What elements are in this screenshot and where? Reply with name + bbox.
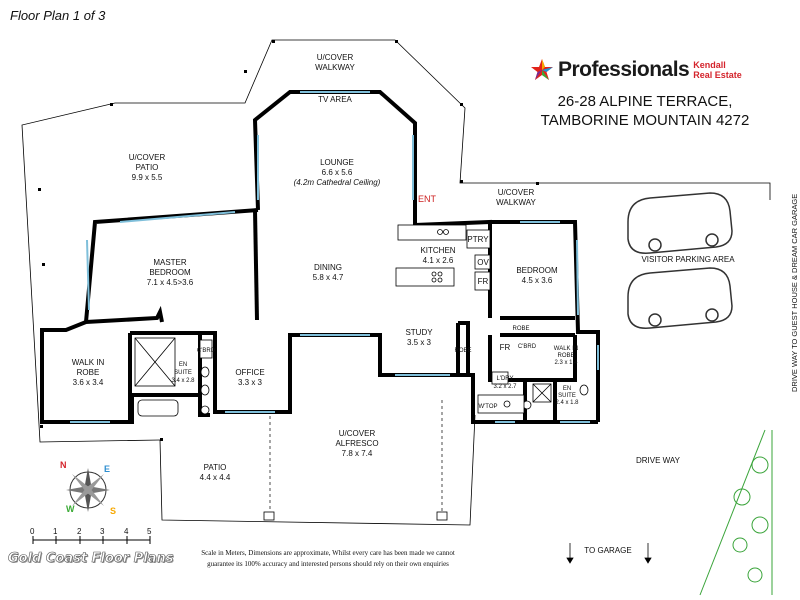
windows [70,91,599,423]
office-l1: OFFICE [235,368,264,377]
patio-left-l2: PATIO [136,163,159,172]
wir-right-l3: 2.3 x 1.4 [554,360,578,366]
brand-sub: Kendall Real Estate [693,60,742,80]
fridge2-label: FR [500,343,511,352]
patio-bottom-l1: PATIO [204,463,227,472]
scale-tick-2: 2 [77,527,82,536]
dining-l1: DINING [314,263,342,272]
wir-left-l2: ROBE [77,368,100,377]
garage-arrows [566,543,652,564]
master-l1: MASTER [153,258,187,267]
fridge-label: FR [478,277,489,286]
compass-e: E [104,464,110,474]
cbrd-right-label: C'BRD [518,344,537,350]
ensuite-left-l3: 3.4 x 2.8 [171,378,195,384]
plan-title: Floor Plan 1 of 3 [10,8,106,23]
lounge-l2: 6.6 x 5.6 [322,168,353,177]
brand-name: Professionals [558,58,690,81]
alfresco-post-lines [269,400,443,515]
ensuite-left-fixtures [134,337,213,417]
entry-label: ENT [418,194,437,204]
property-address: 26-28 ALPINE TERRACE, TAMBORINE MOUNTAIN… [520,92,770,130]
robe-bed-label: ROBE [512,326,529,332]
disclaimer-line1: Scale in Meters, Dimensions are approxim… [201,549,455,557]
visitor-parking-label: VISITOR PARKING AREA [641,255,735,264]
walkway-top-l2: WALKWAY [315,63,355,72]
lounge-l1: LOUNGE [320,158,354,167]
bedroom-l2: 4.5 x 3.6 [522,276,553,285]
study-l2: 3.5 x 3 [407,338,432,347]
site-boundary [21,39,771,526]
master-l2: BEDROOM [149,268,191,277]
pantry-label: PTRY [467,235,489,244]
walkway-right-l2: WALKWAY [496,198,536,207]
dining-l2: 5.8 x 4.7 [313,273,344,282]
room-labels: U/COVER WALKWAY TV AREA LOUNGE 6.6 x 5.6… [72,53,736,555]
ensuite-left-l2: SUITE [174,370,192,376]
address-line2: TAMBORINE MOUNTAIN 4272 [540,112,750,129]
wir-left-l3: 3.6 x 3.4 [73,378,104,387]
scale-tick-3: 3 [100,527,105,536]
tv-area-label: TV AREA [318,95,352,104]
disclaimer-line2: guarantee its 100% accuracy and interest… [207,560,449,568]
alfresco-l1: U/COVER [339,429,376,438]
drive-way-label: DRIVE WAY [636,456,681,465]
robe-mid-label: ROBE [454,348,471,354]
car-icons [627,192,733,329]
kitchen-benches [395,224,491,291]
oven-label: OV [477,258,489,267]
walls [40,90,600,424]
wir-right-l2: ROBE [557,353,574,359]
laundry-l1: L'DRY [496,376,513,382]
deck-posts [38,40,539,441]
walkway-top-l1: U/COVER [317,53,354,62]
wtop-label: W'TOP [478,404,497,410]
patio-left-l1: U/COVER [129,153,166,162]
laundry-l2: 3.2 x 2.7 [493,384,517,390]
walkway-right-l1: U/COVER [498,188,535,197]
agency-logo: Professionals Kendall Real Estate [530,58,742,82]
company-name: Gold Coast Floor Plans [8,551,174,567]
master-l3: 7.1 x 4.5>3.6 [147,278,194,287]
study-l1: STUDY [405,328,433,337]
star-logo-icon [531,59,553,80]
drive-side-label: DRIVE WAY TO GUEST HOUSE & DREAM CAR GAR… [790,194,799,392]
lounge-l3: (4.2m Cathedral Ceiling) [294,178,381,187]
disclaimer: Scale in Meters, Dimensions are approxim… [173,548,483,570]
compass-w: W [66,504,75,514]
ensuite-right-l2: SUITE [558,393,576,399]
brand-sub-line1: Kendall [693,60,726,70]
laundry-ensuite-fixtures [477,371,589,414]
scale-tick-5: 5 [147,527,152,536]
wir-right-l1: WALK IN [554,346,578,352]
ensuite-right-l3: 2.4 x 1.8 [555,400,579,406]
to-garage-label: TO GARAGE [584,546,631,555]
address-line1: 26-28 ALPINE TERRACE, [557,93,733,110]
scale-tick-0: 0 [30,527,35,536]
compass-n: N [60,460,67,470]
ensuite-right-l1: EN [563,386,571,392]
office-l2: 3.3 x 3 [238,378,263,387]
patio-left-l3: 9.9 x 5.5 [132,173,163,182]
compass: N E W S [60,460,116,516]
scale-bar: 0 1 2 3 4 5 [30,527,152,544]
kitchen-l2: 4.1 x 2.6 [423,256,454,265]
garden [699,429,773,596]
compass-s: S [110,506,116,516]
bedroom-l1: BEDROOM [516,266,558,275]
alfresco-l3: 7.8 x 7.4 [342,449,373,458]
alfresco-l2: ALFRESCO [335,439,378,448]
brand-sub-line2: Real Estate [693,70,742,80]
wir-left-l1: WALK IN [72,358,105,367]
scale-tick-1: 1 [53,527,58,536]
drive-side-text: DRIVE WAY TO GUEST HOUSE & DREAM CAR GAR… [790,194,799,392]
cbrd-left-label: C'BRD [197,348,216,354]
kitchen-l1: KITCHEN [420,246,455,255]
patio-bottom-l2: 4.4 x 4.4 [200,473,231,482]
ensuite-left-l1: EN [179,362,187,368]
scale-tick-4: 4 [124,527,129,536]
